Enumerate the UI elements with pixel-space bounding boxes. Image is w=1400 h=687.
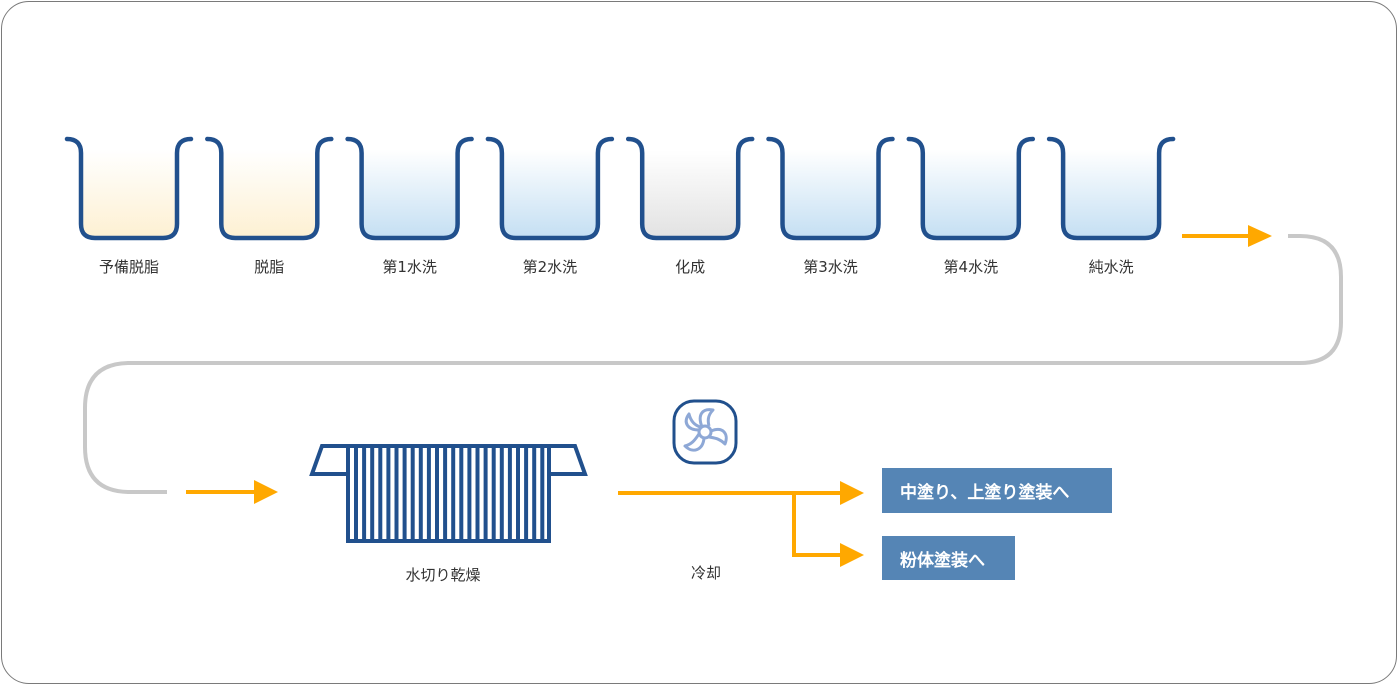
return-connector <box>83 234 1343 494</box>
tank-liquid <box>922 150 1019 238</box>
tank-icon <box>1046 136 1176 241</box>
tank-label: 第2水洗 <box>522 258 578 276</box>
tank-label: 予備脱脂 <box>98 258 160 276</box>
tank-icon <box>485 136 615 241</box>
tank-label: 第4水洗 <box>943 258 999 276</box>
tank-icon <box>906 136 1036 241</box>
tank-liquid <box>81 150 177 238</box>
tank-label: 第3水洗 <box>803 258 858 276</box>
fan-icon <box>672 399 738 465</box>
flow-arrow-to-topcoat <box>618 481 864 505</box>
tank-icon <box>205 136 334 241</box>
tank-label: 純水洗 <box>1088 258 1134 276</box>
tank-icon <box>766 136 895 241</box>
tank-label: 化成 <box>675 258 706 276</box>
tank-label: 脱脂 <box>254 258 285 276</box>
dryer-label: 水切り乾燥 <box>405 566 481 584</box>
tank-icon <box>345 136 474 241</box>
tank-liquid <box>501 150 598 238</box>
destination-topcoat: 中塗り、上塗り塗装へ <box>882 468 1112 513</box>
dryer-rack-icon <box>309 444 588 543</box>
tank-liquid <box>221 150 318 238</box>
flow-arrow-to-powder <box>792 493 864 567</box>
tank-liquid <box>642 150 739 238</box>
flow-arrow-to-dryer <box>186 480 278 504</box>
flow-arrow-to-connector <box>1182 225 1272 247</box>
cooling-label: 冷却 <box>690 564 722 582</box>
tank-liquid <box>361 150 458 238</box>
tank-label: 第1水洗 <box>382 258 437 276</box>
tank-icon <box>64 136 194 241</box>
tank-liquid <box>782 150 879 238</box>
destination-powder-coating: 粉体塗装へ <box>882 536 1015 580</box>
tank-icon <box>625 136 755 241</box>
tank-liquid <box>1063 150 1160 238</box>
